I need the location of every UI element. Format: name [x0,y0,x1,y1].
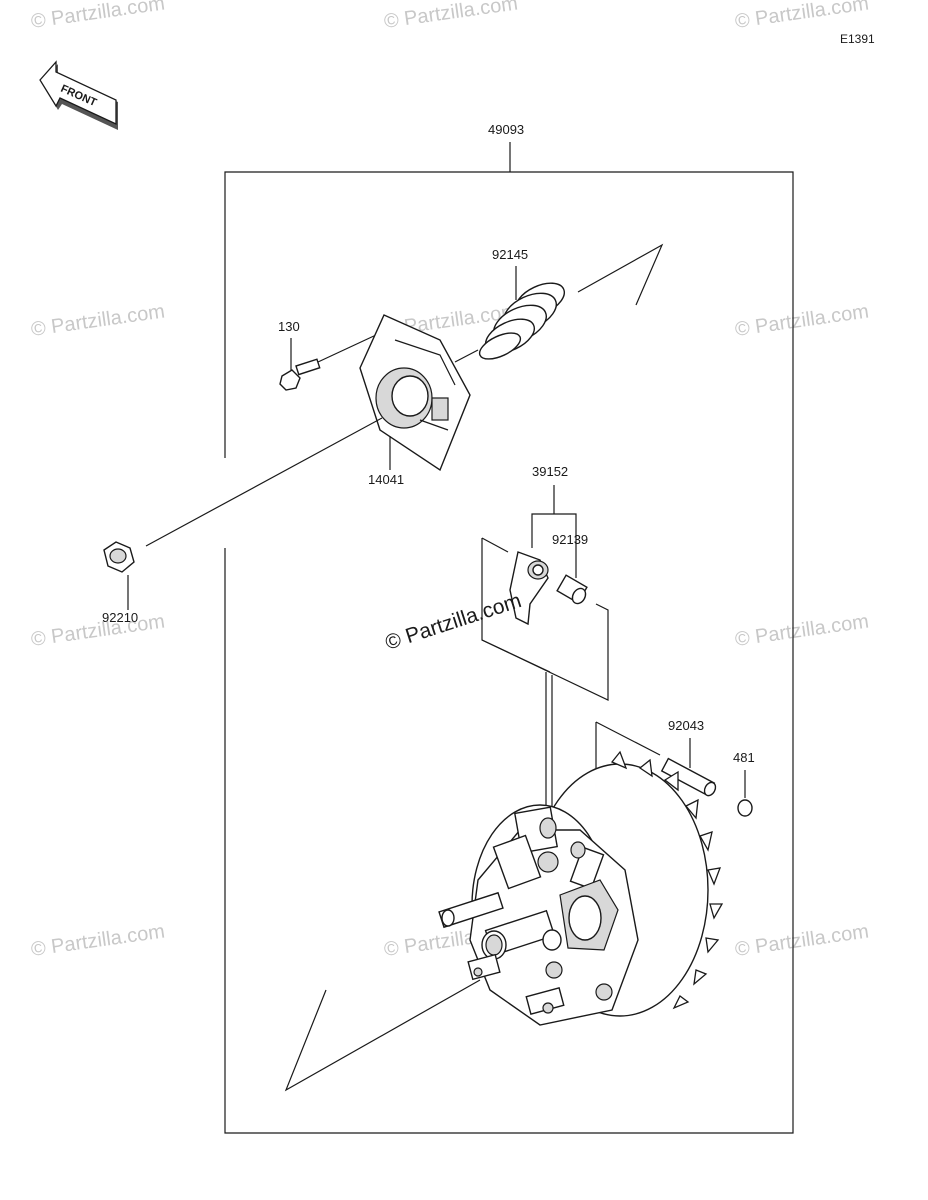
watermark: © Partzilla.com [30,0,167,33]
assembly-frame [224,171,794,1134]
diagram-code: E1391 [840,32,875,46]
part-label-spring: 92145 [492,247,528,262]
watermark: © Partzilla.com [383,0,520,33]
collar-small-part [556,574,588,605]
watermark: © Partzilla.com [734,610,871,651]
nut-part [103,541,135,573]
collar-pin-part [660,757,717,797]
watermark-layer: © Partzilla.com © Partzilla.com © Partzi… [30,0,871,961]
part-label-nut: 92210 [102,610,138,625]
part-label-snap-ring: 481 [733,750,755,765]
part-label-assembly: 49093 [488,122,524,137]
watermark: © Partzilla.com [30,920,167,961]
part-label-collar-small: 92139 [552,532,588,547]
part-label-bolt: 130 [278,319,300,334]
weight-part [509,551,549,626]
bolt-part [279,358,321,391]
cover-part [359,314,471,472]
spring-part [478,282,565,360]
front-arrow-icon: FRONT [39,60,118,130]
watermark: © Partzilla.com [30,610,167,651]
part-label-weight-set: 39152 [532,464,568,479]
watermark: © Partzilla.com [734,920,871,961]
watermark: © Partzilla.com [734,0,871,33]
center-watermark: © Partzilla.com [382,589,524,655]
part-label-cover: 14041 [368,472,404,487]
clutch-assembly-part [438,750,724,1026]
snap-ring-part [737,799,753,817]
part-label-collar-pin: 92043 [668,718,704,733]
watermark: © Partzilla.com [734,300,871,341]
watermark: © Partzilla.com [30,300,167,341]
